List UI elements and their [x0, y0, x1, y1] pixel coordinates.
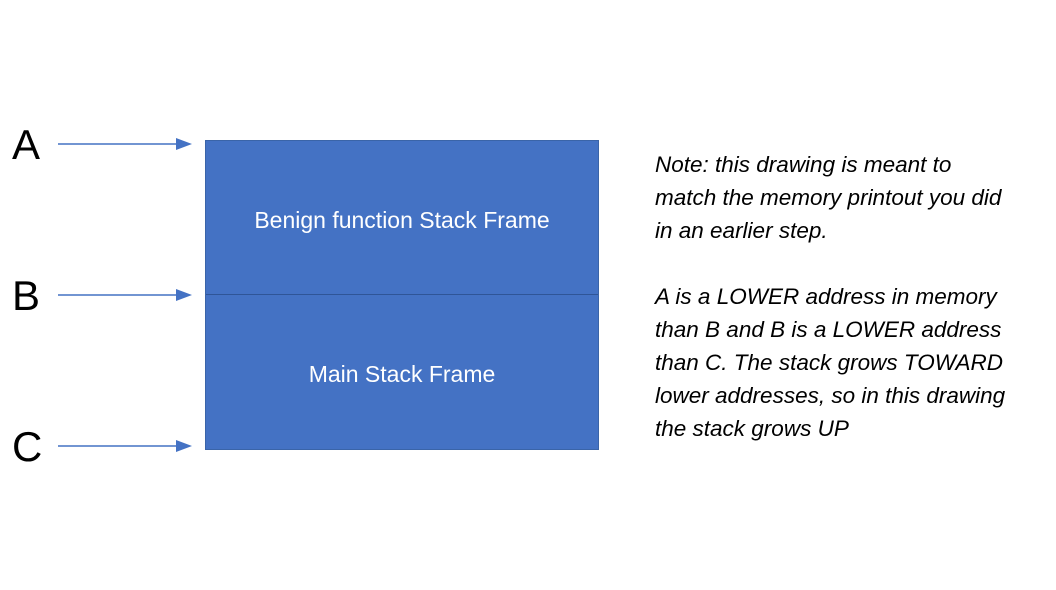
note-text: Note: this drawing is meant to match the…	[655, 148, 1055, 445]
note-paragraph-2: A is a LOWER address in memory than B an…	[655, 284, 1006, 441]
stack-diagram: Benign function Stack Frame Main Stack F…	[205, 140, 599, 450]
arrow-b-icon	[58, 289, 192, 301]
address-label-a: A	[12, 121, 41, 168]
arrow-c-icon	[58, 440, 192, 452]
address-label-c: C	[12, 423, 43, 470]
benign-function-stack-frame: Benign function Stack Frame	[206, 141, 598, 295]
note-paragraph-1: Note: this drawing is meant to match the…	[655, 152, 1002, 243]
main-frame-label: Main Stack Frame	[308, 360, 496, 387]
arrow-a-icon	[58, 138, 192, 150]
main-stack-frame: Main Stack Frame	[206, 295, 598, 449]
address-label-b: B	[12, 272, 41, 319]
benign-function-frame-label: Benign function Stack Frame	[254, 207, 550, 233]
